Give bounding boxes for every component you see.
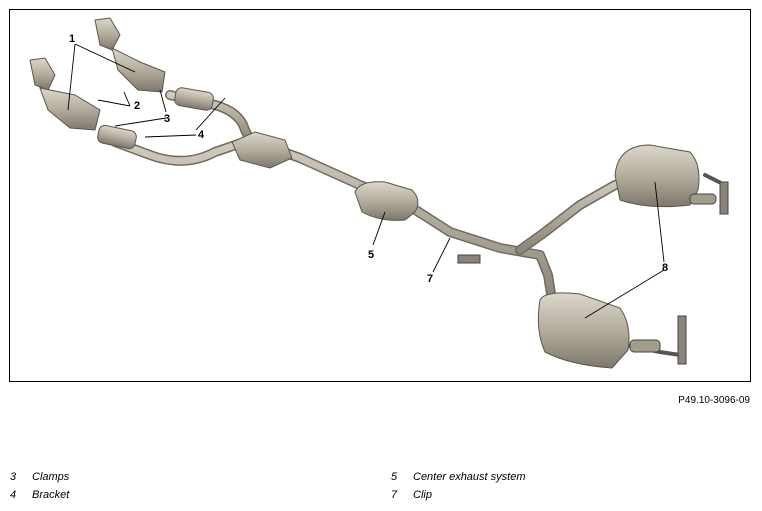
- front-muffler: [231, 131, 293, 169]
- rear-bracket-lower: [677, 315, 687, 365]
- rear-bracket-upper: [719, 181, 729, 215]
- center-exhaust-muffler: [354, 181, 419, 221]
- figure-id: P49.10-3096-09: [678, 395, 750, 406]
- clip-part: [457, 254, 481, 264]
- legend-label: Center exhaust system: [413, 471, 526, 483]
- callout-2: 2: [134, 100, 141, 112]
- rear-muffler-upper: [614, 144, 700, 208]
- legend-item-3: 3 Clamps: [10, 471, 69, 483]
- catalytic-converters: [29, 17, 214, 150]
- legend-label: Bracket: [32, 489, 70, 501]
- legend-item-4: 4 Bracket: [10, 489, 69, 501]
- rear-muffler-lower: [537, 292, 630, 369]
- callout-3: 3: [164, 113, 171, 125]
- exhaust-pipes: [110, 90, 727, 357]
- legend-label: Clip: [413, 489, 432, 501]
- exhaust-system-illustration: [29, 17, 729, 369]
- callout-5: 5: [368, 249, 375, 261]
- callout-8: 8: [662, 262, 669, 274]
- tailpipe-upper: [689, 193, 717, 205]
- legend-number: 5: [391, 471, 398, 483]
- legend-label: Clamps: [32, 471, 70, 483]
- callout-4: 4: [198, 129, 205, 141]
- legend-item-7: 7 Clip: [391, 489, 432, 501]
- legend-item-5: 5 Center exhaust system: [391, 471, 526, 483]
- callout-1: 1: [69, 33, 76, 45]
- legend-number: 3: [10, 471, 17, 483]
- leader-lines: [67, 43, 665, 319]
- legend-number: 4: [10, 489, 17, 501]
- figure-frame: [9, 9, 751, 382]
- legend-number: 7: [391, 489, 398, 501]
- tailpipe-lower: [629, 339, 661, 353]
- callout-7: 7: [427, 273, 434, 285]
